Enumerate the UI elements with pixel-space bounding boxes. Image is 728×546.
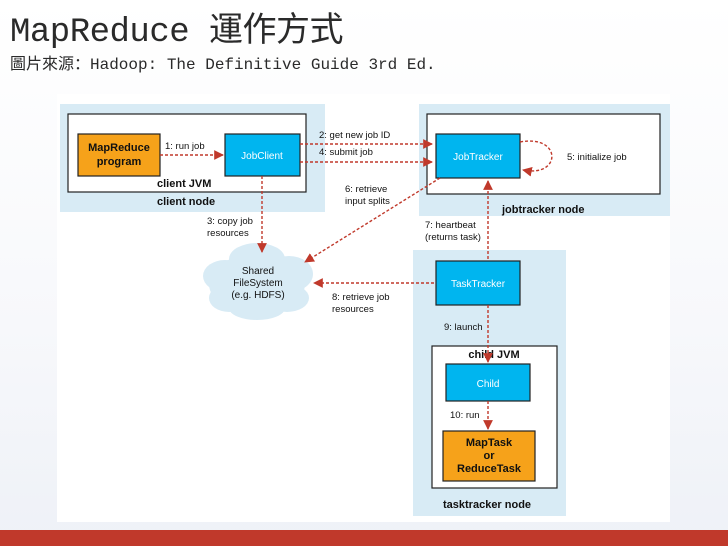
shared-fs-line3: (e.g. HDFS)	[231, 290, 284, 301]
mapreduce-program-box	[77, 133, 161, 177]
step2-label: 2: get new job ID	[319, 130, 390, 141]
jobtracker-inner-box	[426, 113, 661, 195]
program-label-line2: program	[97, 156, 142, 168]
step1-label: 1: run job	[165, 141, 205, 152]
step8-label-line1: 8: retrieve job	[332, 292, 390, 303]
task-box	[442, 430, 536, 482]
step7-label-line2: (returns task)	[425, 232, 481, 243]
client-jvm-label: client JVM	[157, 178, 211, 190]
tasktracker-label: TaskTracker	[451, 279, 506, 290]
step3-label-line2: resources	[207, 228, 249, 239]
step6-label-line2: input splits	[345, 196, 390, 207]
step5-label: 5: initialize job	[567, 152, 627, 163]
step9-label: 9: launch	[444, 322, 483, 333]
step7-label-line1: 7: heartbeat	[425, 220, 476, 231]
jobclient-box	[224, 133, 301, 177]
step3-label-line1: 3: copy job	[207, 216, 253, 227]
mapreduce-diagram: MapReduce program JobClient client JVM c…	[57, 94, 670, 522]
task-label-line2: or	[484, 450, 496, 462]
jobtracker-node-label: jobtracker node	[501, 204, 585, 216]
slide-subtitle: 圖片來源：Hadoop: The Definitive Guide 3rd Ed…	[10, 56, 436, 74]
step4-label: 4: submit job	[319, 147, 373, 158]
client-node-label: client node	[157, 196, 215, 208]
step6-label-line1: 6: retrieve	[345, 184, 387, 195]
jobclient-label: JobClient	[241, 151, 283, 162]
step5-arrow	[519, 140, 553, 177]
tasktracker-node-label: tasktracker node	[443, 499, 531, 511]
shared-filesystem-cloud	[203, 243, 313, 320]
shared-fs-line2: FileSystem	[233, 278, 282, 289]
step6-arrow	[304, 177, 441, 263]
step8-label-line2: resources	[332, 304, 374, 315]
child-jvm-label: child JVM	[468, 349, 519, 361]
jobtracker-label: JobTracker	[453, 152, 503, 163]
task-label-line3: ReduceTask	[457, 463, 522, 475]
shared-fs-line1: Shared	[242, 266, 274, 277]
slide-title: MapReduce 運作方式	[10, 14, 344, 52]
program-label-line1: MapReduce	[88, 142, 150, 154]
step10-label: 10: run	[450, 410, 480, 421]
child-label: Child	[477, 379, 500, 390]
task-label-line1: MapTask	[466, 437, 513, 449]
jobtracker-box	[435, 133, 521, 179]
tasktracker-box	[435, 260, 521, 306]
footer-accent-bar	[0, 530, 728, 546]
